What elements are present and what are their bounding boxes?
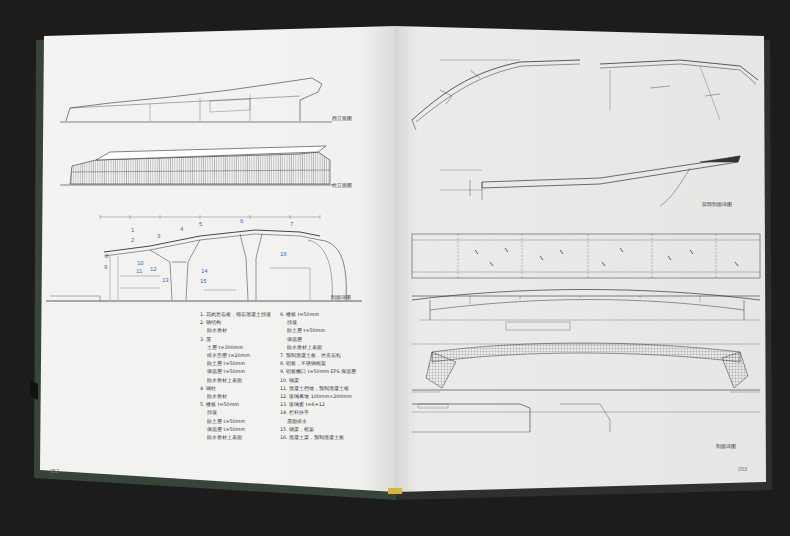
callout-number: 8 bbox=[105, 253, 108, 260]
legend-note: 防土层 t=50mm bbox=[207, 361, 245, 366]
legend-note: 11. 混凝土挡墙，预制混凝土板 bbox=[280, 386, 349, 391]
callout-number: 13 bbox=[162, 277, 169, 284]
legend-note: 10. 钢梁 bbox=[280, 378, 299, 383]
legend-note: 7. 预制混凝土板，填充石粒 bbox=[280, 353, 341, 358]
legend-note: 2. 钢结构 bbox=[200, 320, 221, 325]
legend-note: 保温层 t=50mm bbox=[207, 427, 245, 432]
legend-note: 14. 栏杆扶手 bbox=[280, 410, 309, 415]
drawing-caption: 北立面图 bbox=[332, 183, 352, 189]
legend-note: 12. 玻璃幕墙 100mm×200mm bbox=[280, 394, 352, 399]
legend-note: 防土层 t=50mm bbox=[287, 328, 325, 333]
callout-number: 4 bbox=[180, 226, 183, 233]
legend-note: 找坡 bbox=[287, 320, 297, 325]
legend-note: 4. 钢柱 bbox=[200, 386, 216, 391]
page-number: 052 bbox=[50, 468, 59, 474]
legend-note: 8. 铝板，不锈钢框架 bbox=[280, 361, 326, 366]
legend-note: 防土层 t=50mm bbox=[207, 419, 245, 424]
callout-number: 15 bbox=[200, 278, 207, 285]
callout-number: 3 bbox=[157, 233, 160, 240]
legend-note: 5. 楼板 t=50mm bbox=[200, 402, 239, 407]
drawing-caption: 前部剖面详图 bbox=[702, 202, 732, 208]
drawing-caption: 剖面详图 bbox=[716, 444, 736, 450]
drawing-caption: 剖面详图 bbox=[331, 295, 351, 301]
legend-note: 13. 玻璃窗 t=6+12 bbox=[280, 402, 325, 407]
legend-note: 防水卷材上表面 bbox=[207, 378, 242, 383]
callout-number: 6 bbox=[240, 218, 243, 225]
legend-note: 保温层 t=50mm bbox=[207, 369, 245, 374]
callout-number: 1 bbox=[131, 227, 134, 234]
callout-number: 9 bbox=[104, 264, 107, 271]
callout-number: 16 bbox=[280, 251, 287, 258]
legend-note: 屋面排水 bbox=[287, 419, 307, 424]
callout-number: 10 bbox=[137, 260, 144, 267]
callout-number: 2 bbox=[131, 237, 134, 244]
page-number: 053 bbox=[738, 466, 747, 472]
callout-number: 5 bbox=[199, 221, 202, 228]
legend-note: 15. 钢梁，框架 bbox=[280, 427, 314, 432]
legend-note: 防水卷材 bbox=[207, 328, 227, 333]
callout-number: 14 bbox=[201, 268, 208, 275]
legend-note: 防水卷材 bbox=[207, 394, 227, 399]
drawing-caption: 西立面图 bbox=[332, 116, 352, 122]
legend-note: 9. 铝板檐口 t=50mm EPS 保温层 bbox=[280, 369, 356, 374]
callout-number: 11 bbox=[136, 268, 142, 275]
legend-note: 土层 t=300mm bbox=[207, 345, 243, 350]
legend-note: 找坡 bbox=[207, 410, 217, 415]
callout-number: 7 bbox=[290, 221, 293, 228]
callout-number: 12 bbox=[150, 266, 157, 273]
legend-note: 保温层 bbox=[287, 337, 302, 342]
legend-note: 1. 花岗岩石板，细石混凝土找坡 bbox=[200, 312, 271, 317]
legend-note: 排水垫层 t=20mm bbox=[207, 353, 250, 358]
legend-note: 6. 楼板 t=50mm bbox=[280, 312, 319, 317]
legend-note: 3. 屋 bbox=[200, 337, 211, 342]
legend-note: 16. 混凝土梁，预制混凝土板 bbox=[280, 435, 344, 440]
legend-note: 防水卷材上表面 bbox=[287, 345, 322, 350]
legend-note: 防水卷材上表面 bbox=[207, 435, 242, 440]
